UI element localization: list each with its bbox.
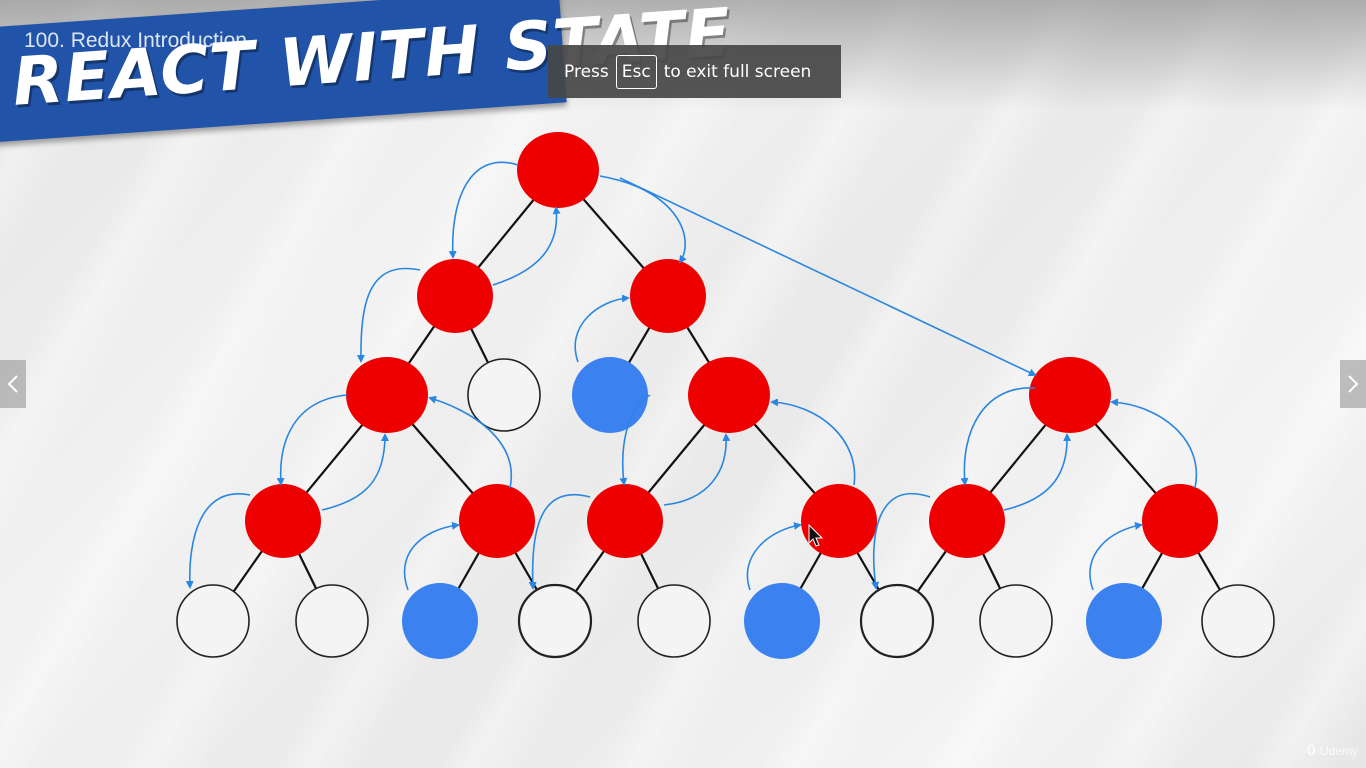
state-node bbox=[929, 484, 1005, 558]
previous-slide-button[interactable] bbox=[0, 360, 26, 408]
data-flow-arrows bbox=[185, 161, 1198, 591]
empty-node bbox=[517, 583, 593, 659]
flow-arrow bbox=[428, 395, 513, 489]
flow-arrow bbox=[746, 522, 802, 591]
flow-arrow bbox=[619, 177, 1037, 377]
store-node bbox=[402, 583, 478, 659]
empty-node bbox=[637, 584, 711, 658]
empty-node bbox=[176, 584, 250, 658]
flow-arrow bbox=[276, 394, 348, 486]
flow-arrow bbox=[1089, 522, 1143, 591]
flow-arrow bbox=[663, 433, 731, 506]
chevron-right-icon bbox=[1348, 375, 1359, 393]
udemy-watermark: ῠ Udemy bbox=[1307, 742, 1358, 760]
flow-arrow bbox=[770, 398, 856, 486]
empty-node bbox=[859, 583, 935, 659]
fullscreen-toast: Press Esc to exit full screen bbox=[548, 45, 841, 98]
toast-rest-text: to exit full screen bbox=[663, 61, 812, 82]
state-node bbox=[346, 357, 428, 433]
flow-arrow bbox=[619, 394, 651, 486]
state-node bbox=[630, 259, 706, 333]
store-node bbox=[572, 357, 648, 433]
state-node bbox=[1142, 484, 1218, 558]
flow-arrow bbox=[599, 175, 687, 264]
state-node bbox=[688, 357, 770, 433]
flow-arrow bbox=[356, 267, 421, 363]
store-node bbox=[1086, 583, 1162, 659]
state-node bbox=[1029, 357, 1111, 433]
flow-arrow bbox=[960, 387, 1036, 486]
empty-node bbox=[979, 584, 1053, 658]
flow-arrow bbox=[1003, 433, 1072, 511]
chevron-left-icon bbox=[7, 375, 18, 393]
flow-arrow bbox=[871, 492, 931, 590]
empty-node bbox=[1201, 584, 1275, 658]
udemy-logo-icon: ῠ bbox=[1306, 742, 1316, 759]
state-node bbox=[459, 484, 535, 558]
udemy-brand: Udemy bbox=[1319, 744, 1358, 758]
flow-arrow bbox=[321, 433, 389, 511]
flow-arrow bbox=[1110, 398, 1198, 489]
flow-arrow bbox=[185, 493, 251, 589]
lecture-title: 100. Redux Introduction bbox=[24, 29, 247, 52]
flow-arrow bbox=[448, 161, 519, 259]
flow-arrow bbox=[492, 206, 561, 286]
tree-nodes bbox=[176, 132, 1275, 659]
state-node bbox=[417, 259, 493, 333]
flow-arrow bbox=[574, 294, 630, 363]
next-slide-button[interactable] bbox=[1340, 360, 1366, 408]
toast-press-text: Press bbox=[564, 61, 609, 82]
esc-key: Esc bbox=[615, 54, 657, 89]
mouse-cursor-icon bbox=[808, 523, 824, 552]
store-node bbox=[744, 583, 820, 659]
flow-arrow bbox=[403, 521, 460, 591]
state-node bbox=[801, 484, 877, 558]
state-node bbox=[587, 484, 663, 558]
state-node bbox=[517, 132, 599, 208]
flow-arrow bbox=[528, 493, 591, 590]
empty-node bbox=[295, 584, 369, 658]
empty-node bbox=[467, 358, 541, 432]
state-node bbox=[245, 484, 321, 558]
